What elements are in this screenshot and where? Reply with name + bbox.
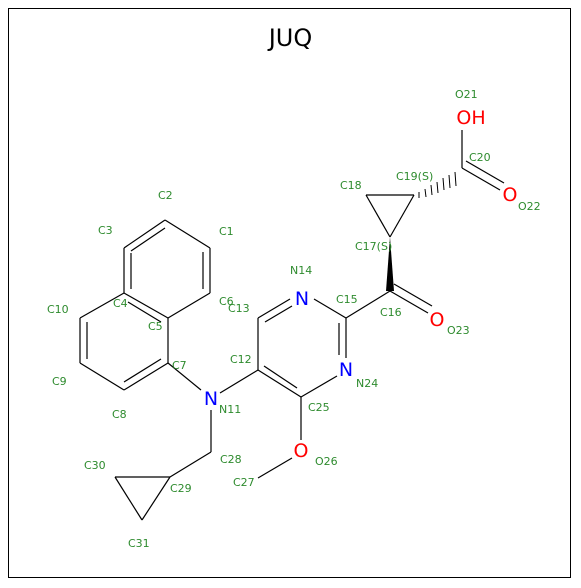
atom-label-c15: C15 — [336, 293, 358, 306]
bond-lines — [79, 130, 505, 521]
atom-label-c13: C13 — [228, 302, 250, 315]
atom-label-c19: C19(S) — [396, 170, 433, 183]
atom-label-c1: C2 — [158, 189, 173, 202]
oxygen-o23: O — [430, 309, 445, 331]
oxygen-o22: O — [503, 184, 518, 206]
atom-label-c18: C18 — [340, 179, 362, 192]
atom-label-c16: C16 — [380, 306, 402, 319]
atom-label-c5: C5 — [148, 320, 163, 333]
molecule-title: JUQ — [268, 24, 313, 52]
atom-label-o26: O26 — [315, 455, 338, 468]
atom-label-c25: C25 — [308, 401, 330, 414]
diagram-frame — [8, 8, 571, 578]
oxygen-o26: O — [294, 440, 309, 462]
nitrogen-n14: N — [295, 288, 309, 310]
atom-label-o22: O22 — [518, 200, 541, 213]
atom-label-n11: N11 — [219, 403, 241, 416]
atom-label-c4: C4 — [113, 297, 128, 310]
atom-label-c29: C29 — [170, 482, 192, 495]
atom-label-n14: N14 — [290, 264, 312, 277]
nitrogen-n11: N — [204, 388, 218, 410]
oxygen-o21: OH — [456, 107, 485, 129]
nitrogen-n24: N — [339, 359, 353, 381]
atom-label-c10: C10 — [47, 303, 69, 316]
atom-label-c20: C20 — [469, 151, 491, 164]
atom-label-c17: C17(S) — [355, 240, 392, 253]
atom-label-c31: C31 — [128, 537, 150, 550]
atom-label-o21: O21 — [455, 88, 478, 101]
atom-label-c1: C1 — [219, 225, 234, 238]
atom-label-c6: C6 — [219, 295, 234, 308]
atom-label-o23: O23 — [447, 324, 470, 337]
atom-label-c8: C8 — [112, 408, 127, 421]
atom-label-c9: C9 — [52, 375, 67, 388]
hashed-bond — [418, 171, 457, 198]
atom-label-c27: C27 — [233, 476, 255, 489]
atom-label-c30: C30 — [84, 459, 106, 472]
atom-label-c7: C7 — [172, 359, 187, 372]
atom-label-c12: C12 — [230, 353, 252, 366]
atom-label-c28: C28 — [220, 453, 242, 466]
atom-label-n24: N24 — [356, 377, 378, 390]
wedge-bond — [386, 237, 394, 291]
atom-label-c3: C3 — [98, 224, 113, 237]
